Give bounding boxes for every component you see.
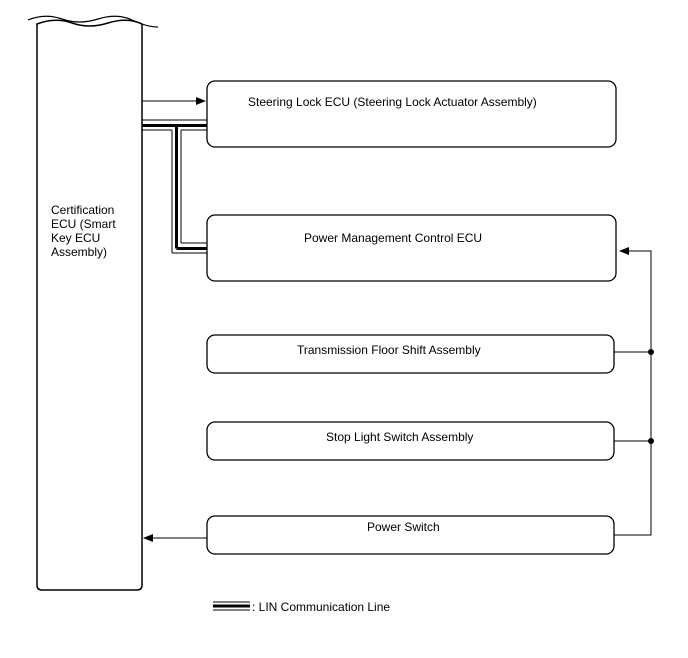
certification-ecu-label-line: Key ECU (51, 231, 101, 245)
torn-edge-top (27, 15, 159, 28)
certification-ecu-label-line: Assembly) (51, 245, 108, 259)
certification-ecu-label: Certification ECU (Smart Key ECU Assembl… (51, 203, 116, 259)
power-management-ecu-label: Power Management Control ECU (304, 231, 483, 245)
legend-lin-symbol (213, 601, 250, 611)
transmission-floor-shift-label: Transmission Floor Shift Assembly (297, 343, 481, 357)
certification-ecu-box (36, 19, 143, 591)
right-signal-bus (614, 247, 652, 536)
stop-light-switch-label: Stop Light Switch Assembly (326, 430, 474, 444)
certification-ecu-label-line: ECU (Smart (51, 217, 116, 231)
power-switch-label: Power Switch (367, 520, 440, 534)
transmission-floor-shift-box (206, 334, 615, 374)
steering-lock-ecu-label: Steering Lock ECU (Steering Lock Actuato… (248, 95, 537, 109)
legend-lin-label: : LIN Communication Line (252, 600, 391, 614)
steering-lock-ecu-box (206, 80, 617, 148)
junction-dot-stop-light (648, 438, 654, 444)
power-management-ecu-box (206, 214, 617, 282)
junction-dot-transmission (648, 349, 654, 355)
certification-ecu-label-line: Certification (51, 203, 115, 217)
lin-line-steering-lock (142, 119, 207, 131)
lin-line-power-management (171, 125, 207, 254)
